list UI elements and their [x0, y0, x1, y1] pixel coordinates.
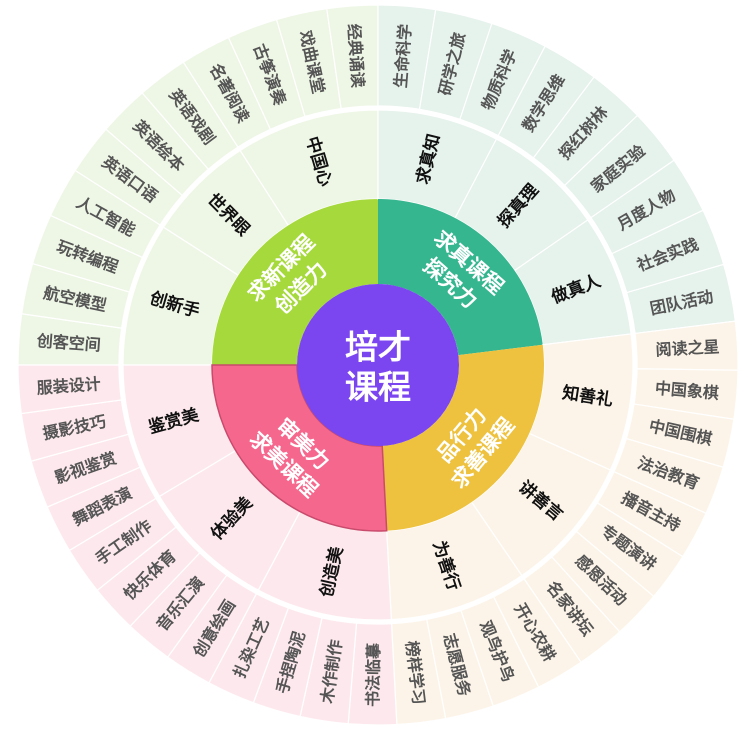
course-item-label: 经典诵读 [344, 23, 368, 88]
group-segment [378, 199, 543, 356]
course-item-label: 书法临摹 [363, 642, 383, 707]
course-item-label: 服装设计 [36, 374, 101, 397]
center-label-line-1: 培才 [345, 328, 411, 367]
outer-segment [17, 364, 123, 415]
course-item-label: 创客空间 [35, 331, 101, 355]
center-circle [297, 284, 459, 446]
center-label-line-2: 课程 [345, 368, 411, 407]
course-item-label: 阅读之星 [655, 337, 720, 359]
group-segment [212, 199, 378, 365]
group-segment [382, 344, 544, 531]
